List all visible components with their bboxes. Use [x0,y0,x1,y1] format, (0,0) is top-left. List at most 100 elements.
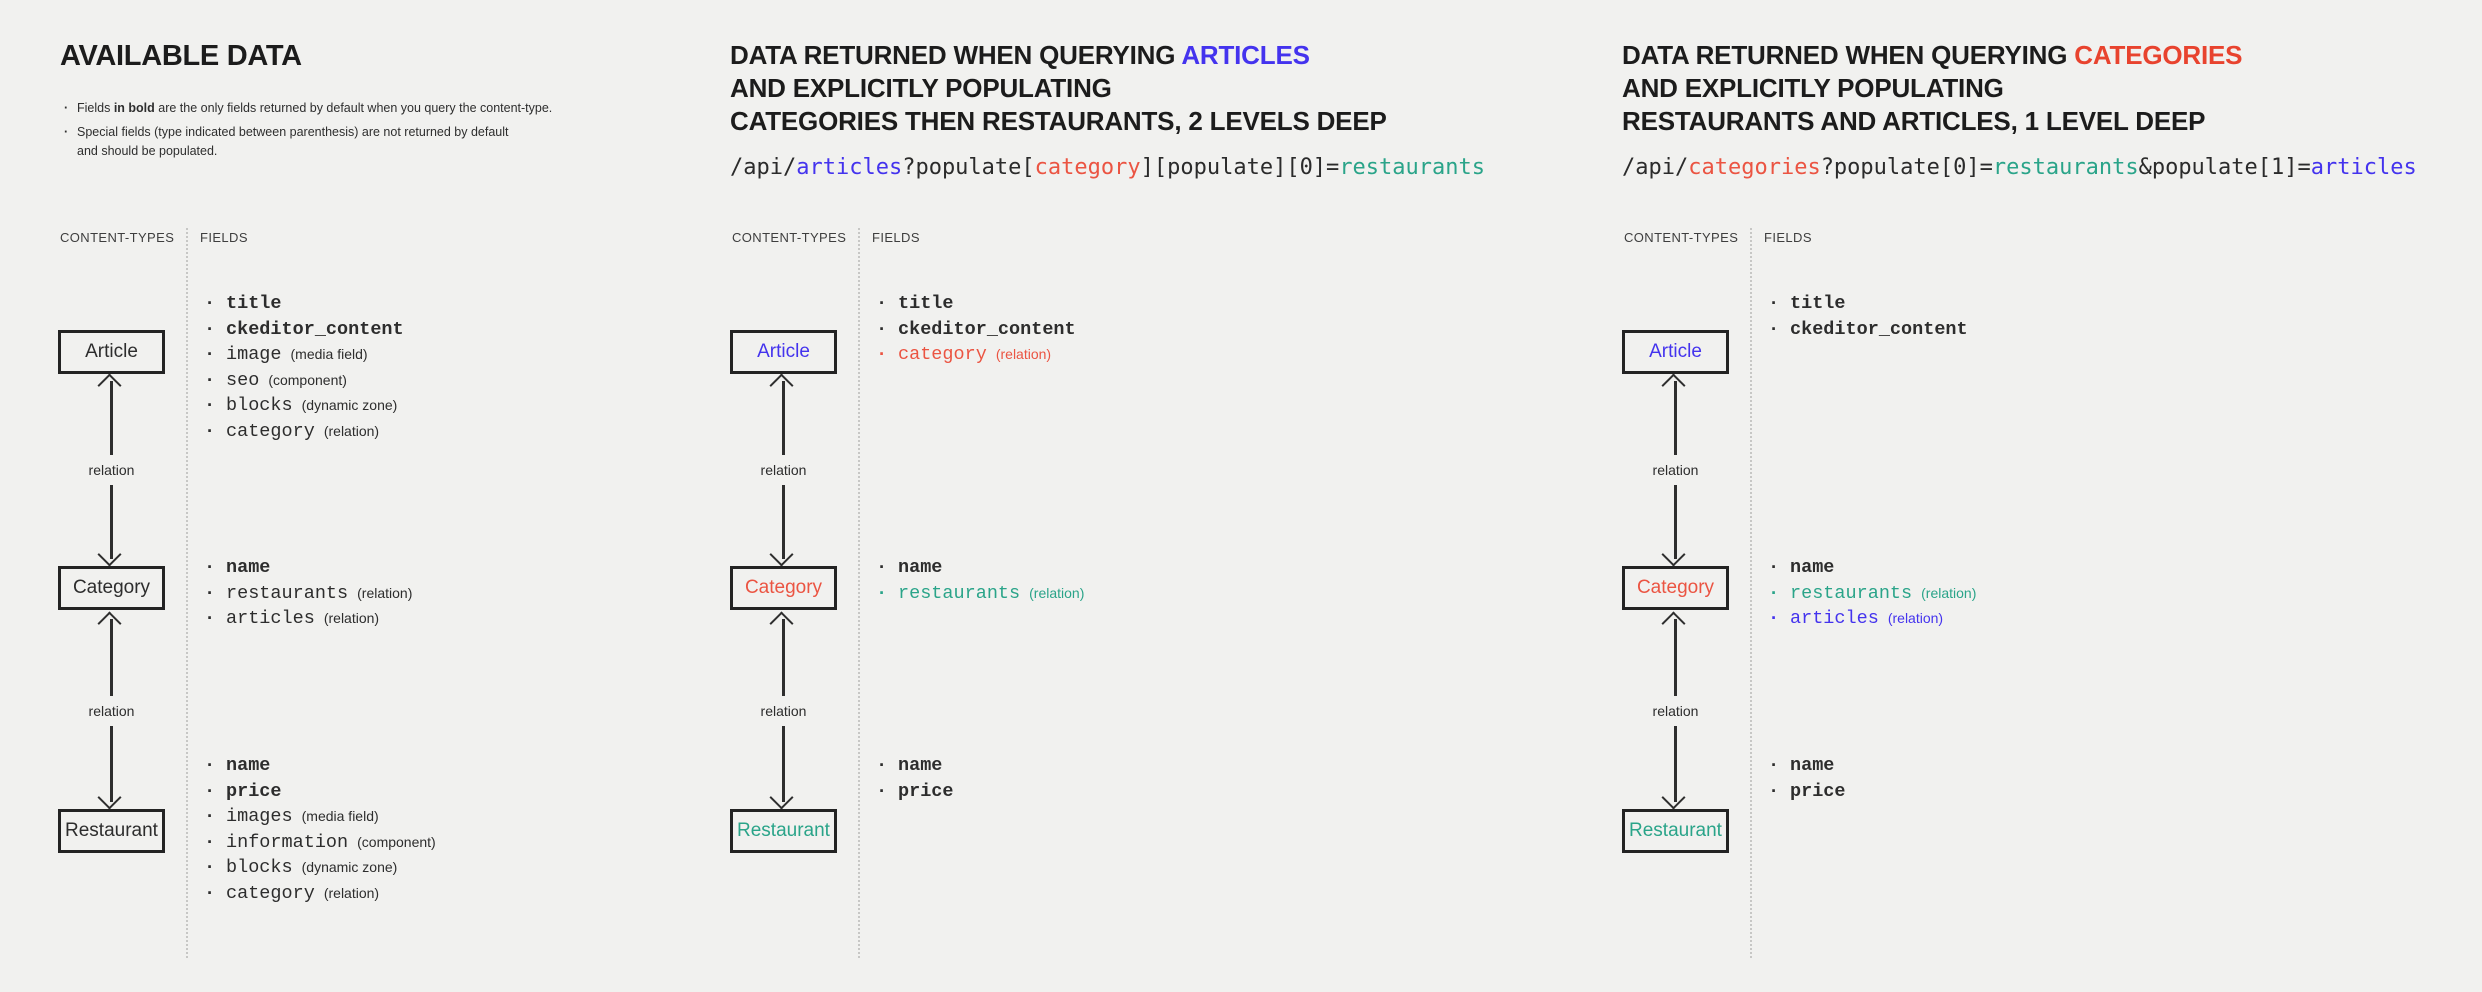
field-row: category(relation) [877,342,1085,368]
url-segment-articles: articles [796,155,903,180]
note-text: and should be populated. [77,144,218,158]
field-name: category [898,344,987,365]
field-row: price [1769,779,1855,805]
article-fields-list: title ckeditor_content category(relation… [877,291,1085,368]
field-name: articles [226,608,315,629]
title-text: DATA RETURNED WHEN QUERYING [730,40,1182,70]
field-name: name [1790,755,1835,776]
field-name: price [898,780,954,802]
url-segment: /api/ [1622,155,1689,180]
url-segment: ?populate[ [902,155,1035,180]
note-bold-text: in bold [113,101,155,115]
column-divider [186,228,188,958]
content-type-box-article: Article [58,330,165,374]
relation-label: relation [85,695,138,726]
content-type-box-article: Article [1622,330,1729,374]
category-fields-list: name restaurants (relation) [877,555,1084,606]
field-name: information [226,831,349,853]
field-name: name [1790,557,1835,578]
arrowhead-down-icon [97,542,122,567]
field-name: price [226,780,282,802]
field-type: (dynamic zone) [301,859,398,875]
field-name: restaurants [226,582,349,604]
fields-header: FIELDS [200,230,248,245]
field-row: articles(relation) [205,606,412,632]
field-name: name [898,755,943,776]
field-row: name [1769,753,1855,779]
field-row: articles(relation) [1769,606,1976,632]
field-name: restaurants [898,582,1021,604]
field-row: price [877,779,963,805]
field-type: (component) [268,371,347,388]
field-row: title [1769,291,1977,317]
box-label: Category [744,577,823,598]
field-row: title [877,291,1085,317]
url-segment-category: category [1034,155,1141,180]
field-type: (media field) [301,808,379,824]
field-type: (relation) [323,884,380,901]
relation-label: relation [757,455,810,485]
field-row: ckeditor_content [1769,317,1977,343]
article-fields-list: title ckeditor_content image(media field… [205,291,413,444]
field-name: category [226,420,315,442]
field-row: seo(component) [205,368,413,394]
field-name: title [226,293,282,314]
field-name: image [226,344,282,365]
field-name: restaurants [1790,582,1913,604]
url-segment: &populate[1]= [2138,155,2311,180]
url-segment-categories: categories [1688,155,1821,180]
field-name: images [226,806,293,827]
api-url: /api/categories?populate[0]=restaurants&… [1622,155,2417,180]
note-text: Fields [77,101,114,115]
field-name: ckeditor_content [898,318,1076,340]
field-type: (component) [357,833,436,850]
field-name: title [1790,293,1846,314]
content-type-box-restaurant: Restaurant [1622,809,1729,853]
panel-title: DATA RETURNED WHEN QUERYING CATEGORIES A… [1622,39,2242,138]
arrowhead-up-icon [769,373,794,398]
field-row: title [205,291,413,317]
field-type: (relation) [323,422,380,439]
content-types-header: CONTENT-TYPES [732,230,847,245]
relation-arrow-category-restaurant: relation [85,611,138,810]
field-row: restaurants (relation) [1769,581,1976,607]
field-row: images (media field) [205,804,436,830]
column-divider [1750,228,1752,958]
relation-label: relation [1649,455,1702,485]
field-name: name [898,557,943,578]
panel-title: DATA RETURNED WHEN QUERYING ARTICLES AND… [730,39,1387,138]
field-row: blocks(dynamic zone) [205,855,436,881]
note-text: Special fields (type indicated between p… [77,125,509,139]
fields-header: FIELDS [872,230,920,245]
content-type-box-restaurant: Restaurant [730,809,837,853]
arrowhead-up-icon [1661,373,1686,398]
relation-arrow-category-restaurant: relation [1649,611,1702,810]
field-row: restaurants (relation) [877,581,1084,607]
arrowhead-down-icon [769,542,794,567]
field-type: (relation) [1921,584,1977,601]
box-label: Article [1649,341,1702,362]
field-name: title [898,293,954,314]
field-name: name [226,557,271,578]
field-row: price [205,779,436,805]
box-label: Category [72,577,151,598]
column-divider [858,228,860,958]
relation-arrow-article-category: relation [85,373,138,567]
field-row: name [877,555,1084,581]
article-fields-list: title ckeditor_content [1769,291,1977,342]
arrowhead-down-icon [97,785,122,810]
field-row: ckeditor_content [205,317,413,343]
relation-arrow-article-category: relation [1649,373,1702,567]
arrowhead-up-icon [97,611,122,636]
title-text: AND EXPLICITLY POPULATING [1622,73,2004,103]
field-row: name [877,753,963,779]
category-fields-list: name restaurants (relation) articles(rela… [1769,555,1976,632]
panel-title: AVAILABLE DATA [60,40,302,72]
url-segment: /api/ [730,155,797,180]
relation-label: relation [85,455,138,485]
field-row: name [205,555,412,581]
restaurant-fields-list: name price [1769,753,1855,804]
field-type: (relation) [1887,610,1944,626]
field-type: (relation) [1029,584,1085,601]
